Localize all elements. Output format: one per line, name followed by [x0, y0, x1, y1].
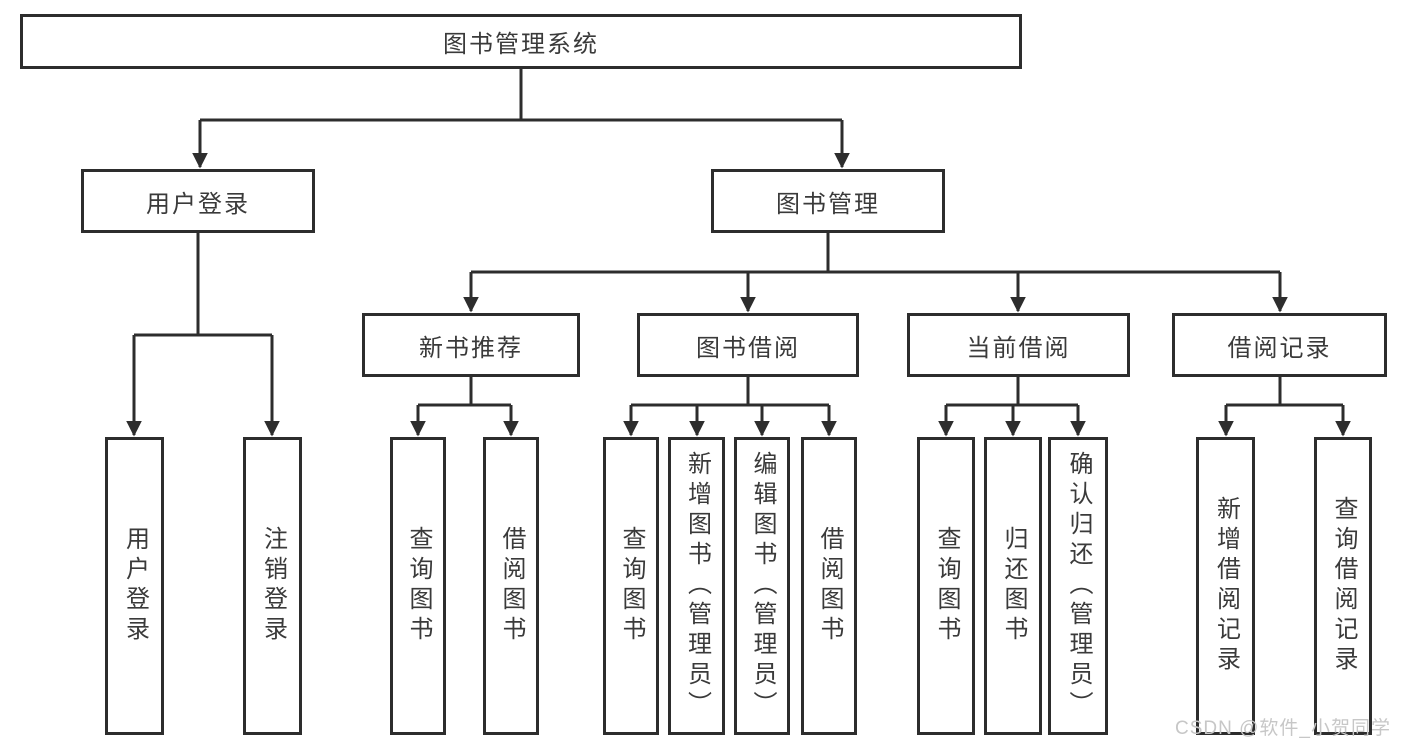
node-borrow-records: 借阅记录	[1172, 313, 1387, 377]
leaf-label: 查询借阅记录	[1330, 496, 1357, 676]
leaf-borrow-books: 借阅图书	[483, 437, 539, 735]
leaf-borrow-books: 借阅图书	[801, 437, 857, 735]
leaf-label: 注销登录	[259, 526, 287, 646]
leaf-label: 查询图书	[618, 526, 645, 646]
leaf-label: 新增借阅记录	[1212, 496, 1240, 676]
node-book-management: 图书管理	[711, 169, 945, 233]
leaf-add-borrow-record: 新增借阅记录	[1196, 437, 1255, 735]
leaf-query-books: 查询图书	[603, 437, 659, 735]
node-current-borrow: 当前借阅	[907, 313, 1130, 377]
leaf-label: 编辑图书（管理员）	[749, 451, 776, 721]
leaf-label: 借阅图书	[816, 526, 843, 646]
leaf-label: 归还图书	[1000, 526, 1027, 646]
node-user-login: 用户登录	[81, 169, 315, 233]
leaf-logout: 注销登录	[243, 437, 302, 735]
leaf-query-books: 查询图书	[917, 437, 975, 735]
leaf-label: 确认归还（管理员）	[1065, 451, 1092, 721]
leaf-confirm-return-admin: 确认归还（管理员）	[1048, 437, 1108, 735]
leaf-label: 新增图书（管理员）	[683, 451, 711, 721]
node-root-system: 图书管理系统	[20, 14, 1022, 69]
leaf-label: 借阅图书	[498, 526, 525, 646]
leaf-return-books: 归还图书	[984, 437, 1042, 735]
leaf-edit-books-admin: 编辑图书（管理员）	[734, 437, 790, 735]
node-book-borrow: 图书借阅	[637, 313, 859, 377]
node-new-book-recommend: 新书推荐	[362, 313, 580, 377]
csdn-watermark: CSDN @软件_小贺同学	[1175, 718, 1391, 739]
leaf-user-login: 用户登录	[105, 437, 164, 735]
leaf-label: 查询图书	[405, 526, 432, 646]
leaf-label: 查询图书	[933, 526, 960, 646]
leaf-query-books: 查询图书	[390, 437, 446, 735]
leaf-query-borrow-record: 查询借阅记录	[1314, 437, 1372, 735]
leaf-add-books-admin: 新增图书（管理员）	[668, 437, 725, 735]
leaf-label: 用户登录	[121, 526, 149, 646]
